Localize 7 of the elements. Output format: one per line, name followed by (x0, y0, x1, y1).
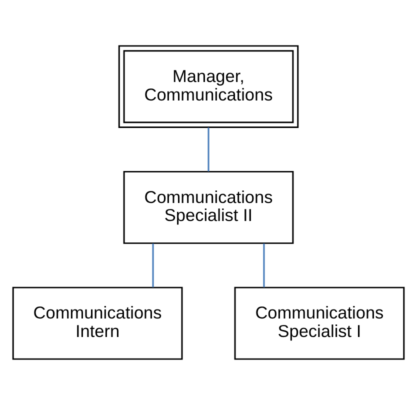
node-box: Communications Specialist I (234, 286, 405, 360)
connector (208, 127, 210, 171)
node-box: Communications Specialist II (123, 170, 294, 244)
connector (152, 242, 154, 287)
connector (263, 242, 265, 287)
node-box: Communications Intern (12, 286, 183, 360)
node-box: Manager, Communications (118, 44, 299, 128)
